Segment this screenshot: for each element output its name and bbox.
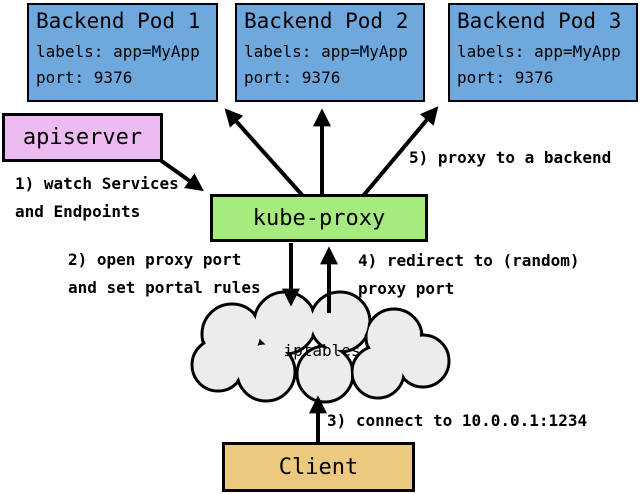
annotation-line: 2) open proxy port — [68, 250, 242, 269]
kube-proxy-box: kube-proxy — [210, 194, 428, 242]
annotation-line: 5) proxy to a backend — [409, 148, 612, 167]
annotation-line: and Endpoints — [15, 202, 141, 221]
annotation-step-1: 1) watch Services and Endpoints — [15, 170, 179, 226]
annotation-step-5: 5) proxy to a backend — [409, 144, 611, 172]
backend-pod-2-box: Backend Pod 2 labels: app=MyApp port: 93… — [235, 3, 425, 102]
pod-labels: labels: app=MyApp — [36, 42, 200, 61]
kube-proxy-label: kube-proxy — [252, 205, 386, 231]
iptables-label: iptables — [283, 341, 361, 360]
pod-labels: labels: app=MyApp — [244, 42, 408, 61]
annotation-line: 3) connect to 10.0.0.1:1234 — [327, 411, 588, 430]
annotation-line: 4) redirect to (random) — [358, 251, 580, 270]
pod-port: port: 9376 — [457, 68, 554, 87]
pod-title: Backend Pod 1 — [36, 9, 201, 33]
annotation-step-2: 2) open proxy port and set portal rules — [68, 246, 261, 302]
apiserver-box: apiserver — [2, 113, 163, 162]
iptables-cloud-shape — [190, 290, 451, 404]
pod-labels: labels: app=MyApp — [457, 42, 621, 61]
arrow-apiserver-to-kubeproxy — [154, 155, 204, 192]
backend-pod-3-box: Backend Pod 3 labels: app=MyApp port: 93… — [448, 3, 638, 102]
arrow-kubeproxy-to-pod3 — [361, 106, 439, 198]
pod-title: Backend Pod 3 — [457, 9, 622, 33]
annotation-line: proxy port — [358, 279, 455, 298]
backend-pod-1-box: Backend Pod 1 labels: app=MyApp port: 93… — [27, 3, 218, 102]
pod-title: Backend Pod 2 — [244, 9, 409, 33]
apiserver-label: apiserver — [22, 125, 143, 150]
client-label: Client — [278, 454, 359, 480]
annotation-step-3: 3) connect to 10.0.0.1:1234 — [327, 407, 587, 435]
pod-port: port: 9376 — [244, 68, 341, 87]
arrow-kubeproxy-to-pod1 — [224, 108, 305, 198]
annotation-line: 1) watch Services — [15, 174, 179, 193]
pod-port: port: 9376 — [36, 68, 133, 87]
annotation-step-4: 4) redirect to (random) proxy port — [358, 247, 580, 303]
annotation-line: and set portal rules — [68, 278, 261, 297]
client-box: Client — [222, 442, 415, 492]
